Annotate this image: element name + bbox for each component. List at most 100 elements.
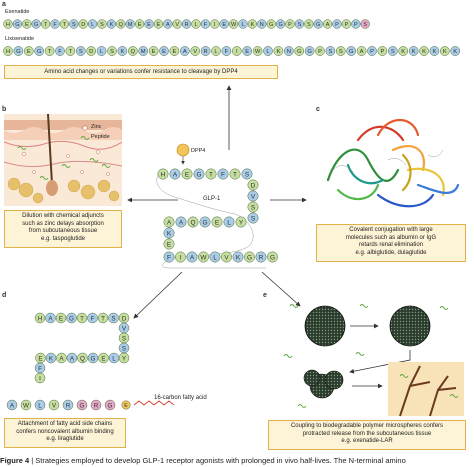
panel-letter-b: b — [2, 106, 7, 113]
lixisenatide-residue — [304, 46, 315, 56]
liraglutide-residue-letter: I — [39, 375, 41, 382]
peptide-icon — [80, 136, 90, 140]
exenatide-residue — [50, 19, 60, 29]
lixisenatide-residue — [377, 46, 388, 56]
lixisenatide-residue-letter: E — [27, 49, 31, 55]
glp1-residue — [205, 168, 217, 180]
lixisenatide-residue-letter: G — [37, 49, 42, 55]
liraglutide-residue-letter: G — [69, 315, 74, 322]
lixisenatide-residue — [367, 46, 377, 56]
liraglutide-residue-letter: V — [52, 402, 57, 409]
liraglutide-residue-letter: F — [38, 365, 42, 372]
glp1-residue-letter: K — [236, 254, 241, 261]
exenatide-residue-letter: V — [175, 22, 179, 28]
glp1-residue-letter: F — [221, 171, 225, 178]
glp1-residue-letter: T — [233, 171, 237, 178]
glp1-residue-letter: H — [161, 171, 166, 178]
lixisenatide-residue — [65, 46, 76, 56]
panel-letter-e: e — [263, 292, 267, 299]
figure-label: Figure 4 — [0, 456, 30, 465]
exenatide-residue-letter: P — [288, 22, 292, 28]
lixisenatide-residue — [221, 46, 232, 56]
liraglutide-residue — [87, 352, 99, 364]
liraglutide-residue-letter: E — [38, 355, 42, 362]
exenatide-residue — [275, 19, 286, 29]
lixisenatide-residue-letter: P — [318, 49, 322, 55]
lixisenatide-residue-letter: V — [193, 49, 197, 55]
glp1-residue-letter: L — [213, 254, 217, 261]
glp1-residue — [255, 251, 267, 263]
caption-b-line: e.g. taspoglutide — [40, 235, 86, 242]
glp1-residue-letter: G — [247, 254, 252, 261]
glp1-residue — [169, 168, 181, 180]
exenatide-residue — [360, 19, 370, 29]
lixisenatide-residue-letter: A — [360, 49, 364, 55]
liraglutide-residue — [108, 352, 120, 364]
glp1-residue-letter: S — [251, 204, 256, 211]
lixisenatide-residue — [148, 46, 159, 56]
glp1-residue-letter: F — [167, 254, 171, 261]
liraglutide-residue — [97, 312, 109, 324]
microsphere-1 — [304, 305, 346, 347]
lixisenatide-residue-letter: K — [443, 49, 447, 55]
lixisenatide-residue — [231, 46, 242, 56]
lixisenatide-residue-letter: H — [6, 49, 10, 55]
liraglutide-residue-letter: E — [101, 355, 105, 362]
glp1-residue — [209, 251, 221, 263]
lixisenatide-residue — [283, 46, 294, 56]
lixisenatide-residue — [408, 46, 419, 56]
glp1-residue — [235, 216, 247, 228]
lixisenatide-residue — [117, 46, 128, 56]
exenatide-residue — [22, 19, 32, 29]
protein-structure — [326, 119, 460, 208]
glp1-residue-letter: R — [259, 254, 264, 261]
caption-b-line: from subcutaneous tissue — [28, 228, 98, 234]
liraglutide-residue — [6, 399, 18, 411]
lixisenatide-residue-letter: F — [225, 49, 229, 55]
caption-c-line: retards renal elimination — [358, 242, 424, 248]
exenatide-residue-letter: L — [194, 22, 197, 28]
lixisenatide-residue — [439, 46, 450, 56]
caption-c-line: Covalent conjugation with large — [349, 227, 433, 233]
glp1-residue-letter: S — [245, 171, 250, 178]
lixisenatide-residue-letter: F — [58, 49, 62, 55]
exenatide-residue — [106, 19, 117, 29]
liraglutide-residue-letter: G — [91, 355, 96, 362]
glp1-residue — [211, 216, 223, 228]
legend-peptide-label: Peptide — [91, 134, 110, 140]
lixisenatide-residue — [346, 46, 357, 56]
exenatide-residue-letter: P — [345, 22, 349, 28]
exenatide-residue — [219, 19, 229, 29]
zinc-icon — [82, 125, 88, 131]
lixisenatide-residue-letter: K — [412, 49, 416, 55]
lixisenatide-residue-letter: E — [152, 49, 156, 55]
exenatide-residue — [332, 19, 342, 29]
exenatide-residue — [341, 19, 352, 29]
lixisenatide-residue — [44, 46, 55, 56]
exenatide-residue-letter: T — [63, 22, 67, 28]
lixisenatide-residue — [356, 46, 367, 56]
glp1-residue — [223, 216, 235, 228]
lixisenatide-residue — [75, 46, 86, 56]
exenatide-residue-letter: E — [147, 22, 151, 28]
lixisenatide-residue-letter: K — [276, 49, 280, 55]
lixisenatide-residue-letter: L — [100, 49, 104, 55]
eroded-microsphere — [303, 369, 344, 399]
exenatide-residue-letter: K — [110, 22, 114, 28]
exenatide-residue — [294, 19, 305, 29]
lixisenatide-residue-letter: G — [297, 49, 302, 55]
lixisenatide-residue — [13, 46, 24, 56]
lixisenatide-residue-letter: S — [339, 49, 343, 55]
lixisenatide-residue-letter: D — [89, 49, 93, 55]
exenatide-residue-letter: K — [251, 22, 255, 28]
lixisenatide-residue — [86, 46, 97, 56]
lixisenatide-residue — [55, 46, 65, 56]
lixisenatide-residue-letter: W — [255, 49, 261, 55]
exenatide-residue-letter: M — [128, 22, 133, 28]
lixisenatide-residue — [159, 46, 169, 56]
glp1-residue-letter: E — [215, 219, 220, 226]
exenatide-residue — [228, 19, 239, 29]
exenatide-residue-letter: R — [185, 22, 189, 28]
exenatide-label: Exenatide — [5, 9, 30, 15]
